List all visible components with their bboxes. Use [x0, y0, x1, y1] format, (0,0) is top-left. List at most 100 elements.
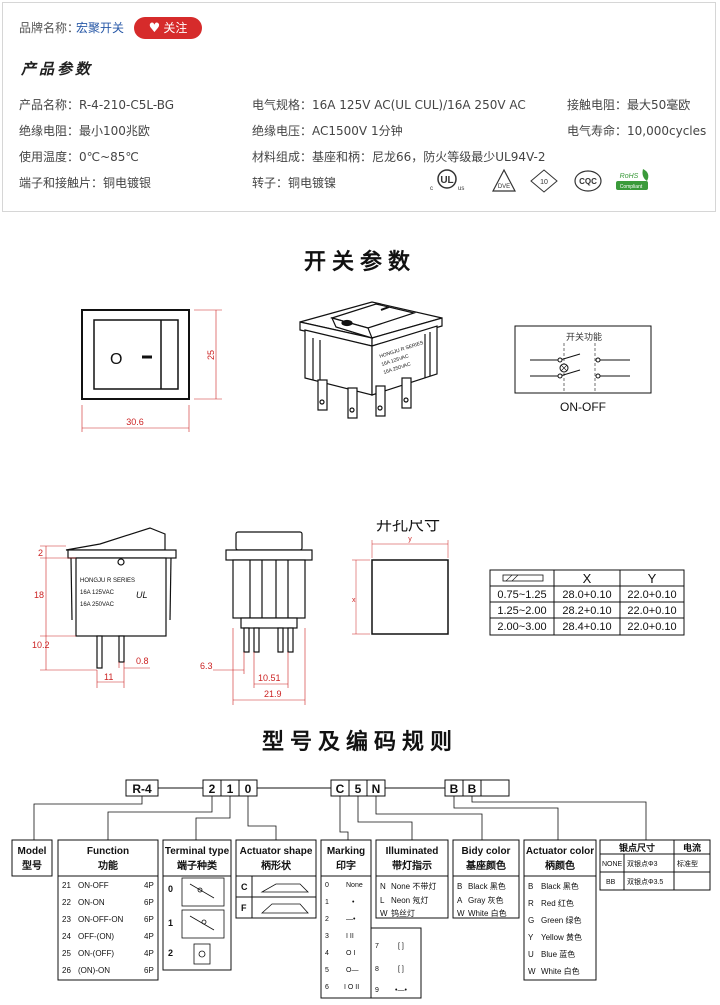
- function-box-label: ON-OFF: [560, 400, 606, 414]
- function-code: 23: [62, 915, 71, 924]
- follow-button[interactable]: ♥关注: [134, 17, 202, 39]
- marking-code: 6: [325, 984, 329, 991]
- side-print: 16A 250VAC: [80, 602, 115, 608]
- current-header: 电流: [683, 842, 701, 853]
- act-color-code: W: [528, 967, 536, 976]
- table-cell: 28.2+0.10: [562, 605, 611, 617]
- actuator-c-shape: [260, 883, 309, 893]
- rohs-logo: Compliant RoHS: [615, 167, 653, 195]
- illum-code: L: [380, 896, 385, 905]
- function-pins: 4P: [144, 949, 154, 958]
- code-box: 1: [227, 782, 234, 796]
- actuator-header-cn: 柄形状: [261, 859, 292, 872]
- vde-logo: DVE: [491, 168, 517, 194]
- code-box: 2: [209, 782, 216, 796]
- svg-text:CQC: CQC: [579, 177, 597, 186]
- marking-code: 8: [375, 966, 379, 973]
- marking-symbol: —•: [346, 916, 356, 923]
- table-cell: 0.75~1.25: [497, 589, 546, 601]
- code-box: 0: [245, 782, 252, 796]
- illum-code: W: [380, 909, 388, 918]
- actuator-color-header-en: Actuator color: [526, 846, 594, 857]
- ce-logo: 10: [529, 168, 559, 194]
- code-box: N: [372, 782, 381, 796]
- panel-thickness-icon: [502, 574, 544, 582]
- body-color-code: A: [457, 896, 463, 905]
- table-header-x: X: [583, 571, 592, 586]
- silver-code: NONE: [602, 861, 623, 868]
- body-color-code: B: [457, 882, 462, 891]
- actuator-code: C: [241, 882, 248, 892]
- isometric-view: HONGJU R SERIES 16A 125VAC 16A 250VAC: [299, 301, 443, 419]
- dimension-drawing-row: HONGJU R SERIES 16A 125VAC 16A 250VAC UL…: [32, 520, 685, 705]
- silver-size: 双银点Φ3.5: [627, 877, 663, 886]
- marking-symbol: None: [346, 882, 363, 889]
- param-cell: 转子：铜电镀镍: [252, 176, 337, 190]
- svg-text:UL: UL: [440, 175, 453, 186]
- marking-code: 5: [325, 967, 329, 974]
- illuminated-header-cn: 带灯指示: [392, 859, 432, 872]
- act-color-name: Blue 蓝色: [541, 949, 575, 959]
- dim-2: 2: [38, 548, 43, 558]
- svg-text:us: us: [458, 186, 464, 192]
- marking-code: 3: [325, 933, 329, 940]
- param-cell: 产品名称：R-4-210-C5L-BG: [19, 98, 175, 112]
- svg-text:RoHS: RoHS: [620, 173, 639, 180]
- function-header-en: Function: [87, 846, 129, 857]
- svg-text:Compliant: Compliant: [620, 184, 643, 190]
- marking-symbol: [ ]: [398, 966, 404, 973]
- marking-code: 2: [325, 916, 329, 923]
- marking-header-cn: 印字: [336, 859, 356, 872]
- model-header-cn: 型号: [22, 859, 42, 872]
- act-color-name: Black 黑色: [541, 881, 579, 891]
- table-cell: 1.25~2.00: [497, 605, 546, 617]
- dim-0-8: 0.8: [136, 656, 149, 666]
- table-cell: 22.0+0.10: [627, 621, 676, 633]
- actuator-code: F: [241, 903, 247, 913]
- svg-text:10: 10: [540, 179, 548, 186]
- marking-symbol: •—•: [395, 987, 407, 994]
- param-cell: 端子和接触片：铜电镀银: [19, 176, 152, 190]
- act-color-code: Y: [528, 933, 534, 942]
- dim-18: 18: [34, 590, 44, 600]
- marking-code: 4: [325, 950, 329, 957]
- marking-code: 9: [375, 987, 379, 994]
- cutout-square: [371, 559, 449, 635]
- dim-10-2: 10.2: [32, 640, 50, 650]
- act-color-name: Yellow 黄色: [541, 932, 582, 942]
- body-color-name: White 白色: [468, 908, 507, 918]
- side-print: 16A 125VAC: [80, 590, 115, 596]
- param-cell: 接触电阻：最大50毫欧: [567, 98, 691, 112]
- code-box: R-4: [132, 782, 152, 796]
- function-pins: 6P: [144, 915, 154, 924]
- act-color-code: B: [528, 882, 533, 891]
- table-cell: 22.0+0.10: [627, 589, 676, 601]
- function-code: 26: [62, 966, 71, 975]
- act-color-name: Red 红色: [541, 898, 574, 908]
- side-print: HONGJU R SERIES: [80, 578, 135, 584]
- cutout-title: 开孔尺寸: [376, 520, 440, 534]
- function-box-title: 开关功能: [566, 331, 602, 342]
- symbol-off: O: [110, 351, 122, 368]
- terminal-header-cn: 端子种类: [177, 859, 217, 872]
- terminal-code: 2: [168, 948, 173, 958]
- param-cell: 电气寿命：10,000cycles: [567, 124, 707, 138]
- param-cell: 绝缘电压：AC1500V 1分钟: [252, 124, 403, 138]
- act-color-code: G: [528, 916, 534, 925]
- side-view-2-dims: [213, 628, 306, 705]
- cutout-y-label: y: [408, 536, 412, 543]
- illum-name: 钨丝灯: [391, 908, 415, 918]
- svg-text:DVE: DVE: [498, 184, 510, 190]
- actuator-f-shape: [260, 903, 309, 914]
- code-box: B: [468, 782, 477, 796]
- dim-21-9: 21.9: [264, 689, 282, 699]
- function-name: (ON)-ON: [78, 966, 110, 975]
- silver-current: 标准型: [677, 859, 698, 868]
- act-color-code: U: [528, 950, 534, 959]
- param-cell: 绝缘电阻：最小100兆欧: [19, 124, 150, 138]
- param-cell: 材料组成：基座和柄：尼龙66，防火等级最少UL94V-2: [252, 150, 546, 164]
- silver-size: 双银点Φ3: [627, 859, 658, 868]
- table-header-y: Y: [648, 571, 657, 586]
- brand-link[interactable]: 宏聚开关: [76, 21, 125, 35]
